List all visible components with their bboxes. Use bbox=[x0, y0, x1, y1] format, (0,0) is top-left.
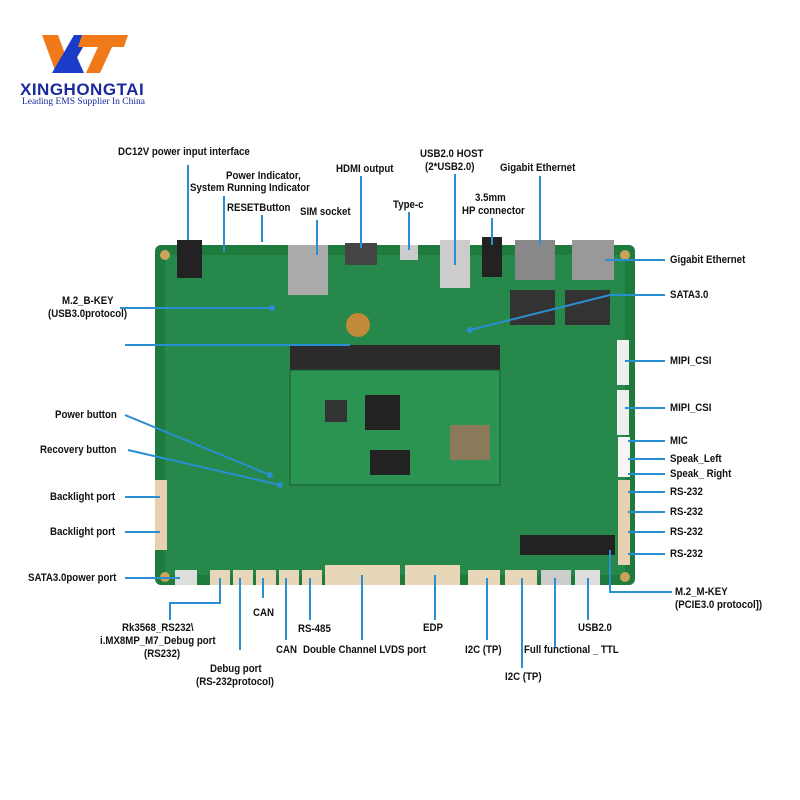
label-edp: EDP bbox=[423, 622, 443, 634]
brand-tagline: Leading EMS Supplier In China bbox=[22, 97, 145, 107]
label-m2-bkey-protocol: (USB3.0protocol) bbox=[48, 308, 128, 320]
label-ttl: Full functional _ TTL bbox=[524, 644, 619, 656]
label-rs232-bottom: (RS232) bbox=[144, 648, 181, 660]
label-usb-host-count: (2*USB2.0) bbox=[425, 161, 475, 173]
label-lvds: Double Channel LVDS port bbox=[303, 644, 426, 656]
label-rs232-4: RS-232 bbox=[670, 548, 703, 560]
label-debug-port: Debug port bbox=[210, 663, 262, 675]
label-imx8mp: i.MX8MP_M7_Debug port bbox=[100, 635, 216, 647]
label-hp-1: 3.5mm bbox=[475, 192, 506, 204]
label-speak-right: Speak_ Right bbox=[670, 468, 732, 480]
label-sata: SATA3.0 bbox=[670, 289, 709, 301]
label-running-indicator: System Running Indicator bbox=[190, 182, 310, 194]
label-rs232-2: RS-232 bbox=[670, 506, 703, 518]
label-m2-mkey: M.2_M-KEY bbox=[675, 586, 728, 598]
label-m2-bkey: M.2_B-KEY bbox=[62, 295, 114, 307]
label-rs232-1: RS-232 bbox=[670, 486, 703, 498]
label-gbe-top: Gigabit Ethernet bbox=[500, 162, 576, 174]
label-can-1: CAN bbox=[253, 607, 274, 619]
label-typec: Type-c bbox=[393, 199, 424, 211]
label-power-button: Power button bbox=[55, 409, 117, 421]
label-rs485: RS-485 bbox=[298, 623, 331, 635]
label-backlight-1: Backlight port bbox=[50, 491, 116, 503]
label-reset: RESETButton bbox=[227, 202, 291, 214]
label-power-indicator: Power Indicator, bbox=[226, 170, 301, 182]
label-sata-power: SATA3.0power port bbox=[28, 572, 117, 584]
label-speak-left: Speak_Left bbox=[670, 453, 722, 465]
callout-lines bbox=[120, 165, 672, 668]
label-recovery-button: Recovery button bbox=[40, 444, 117, 456]
label-debug-protocol: (RS-232protocol) bbox=[196, 676, 274, 688]
label-mipi-1: MIPI_CSI bbox=[670, 355, 712, 367]
label-usb-host: USB2.0 HOST bbox=[420, 148, 484, 160]
label-usb2: USB2.0 bbox=[578, 622, 612, 634]
label-sim: SIM socket bbox=[300, 206, 351, 218]
label-mipi-2: MIPI_CSI bbox=[670, 402, 712, 414]
brand-name: XINGHONGTAI bbox=[20, 80, 145, 99]
label-hdmi: HDMI output bbox=[336, 163, 394, 175]
label-rk3568: Rk3568_RS232\ bbox=[122, 622, 194, 634]
label-mic: MIC bbox=[670, 435, 688, 447]
label-rs232-3: RS-232 bbox=[670, 526, 703, 538]
pcb-board bbox=[155, 237, 635, 585]
label-i2c-2: I2C (TP) bbox=[505, 671, 542, 683]
label-m2-mkey-protocol: (PCIE3.0 protocol]) bbox=[675, 599, 763, 611]
label-dc12v: DC12V power input interface bbox=[118, 146, 250, 158]
label-backlight-2: Backlight port bbox=[50, 526, 116, 538]
logo-mark-icon bbox=[42, 35, 128, 73]
label-i2c-1: I2C (TP) bbox=[465, 644, 502, 656]
label-can-2: CAN bbox=[276, 644, 297, 656]
label-gbe-right: Gigabit Ethernet bbox=[670, 254, 746, 266]
label-hp-2: HP connector bbox=[462, 205, 525, 217]
